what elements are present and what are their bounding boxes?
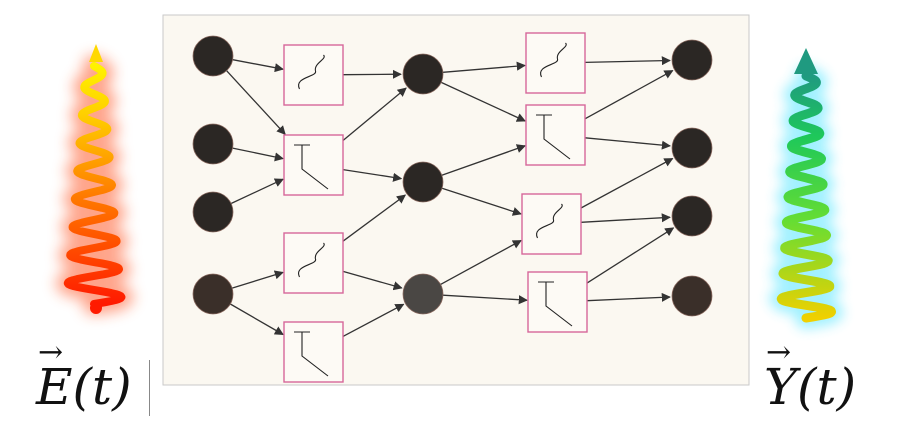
edge-n0-a2 [226, 70, 286, 135]
edge-h1-b2 [441, 144, 526, 176]
network-nodes [192, 35, 713, 317]
activation-box-sigmoid [521, 193, 582, 255]
sigmoid-curve-icon [298, 242, 325, 278]
edge-b3-o2 [580, 213, 671, 223]
edge-h0-b1 [442, 61, 526, 73]
edge-n3-a4 [229, 303, 284, 336]
output-wave-arrowhead [794, 48, 818, 74]
input-wave-arrowhead [89, 44, 103, 62]
edge-n2-a2 [230, 178, 284, 205]
output-symbol: Y [764, 338, 797, 412]
edge-b4-o3 [586, 292, 671, 302]
sigmoid-curve-icon [540, 42, 567, 78]
activation-box-sigmoid [283, 232, 344, 294]
output-node [671, 275, 713, 317]
relu-curve-icon [294, 331, 329, 377]
edge-n0-a1 [232, 59, 284, 73]
edge-a3-h2 [342, 270, 403, 291]
input-node [192, 123, 234, 165]
sigmoid-curve-icon [536, 203, 563, 239]
input-symbol: E [36, 338, 73, 412]
output-wave-icon [767, 48, 845, 329]
relu-curve-icon [294, 144, 329, 190]
edge-b2-o1 [584, 137, 672, 150]
sigmoid-curve-icon [298, 54, 325, 90]
edge-h0-b2 [440, 81, 526, 122]
network-edges [226, 56, 675, 337]
relu-curve-icon [538, 281, 573, 327]
edge-b4-o2 [586, 227, 675, 284]
input-node [192, 35, 234, 77]
edge-b1-o0 [584, 56, 671, 66]
network-panel [162, 14, 750, 386]
hidden-node [402, 273, 444, 315]
edge-a1-h0 [342, 69, 402, 79]
activation-boxes [283, 32, 588, 383]
edge-n1-a2 [232, 147, 284, 162]
output-node [671, 39, 713, 81]
edge-a2-h1 [342, 168, 403, 182]
hidden-node [402, 53, 444, 95]
input-arg: (t) [72, 358, 132, 416]
hidden-node [402, 161, 444, 203]
activation-box-sigmoid [283, 44, 344, 106]
activation-box-sigmoid [525, 32, 586, 94]
edge-a4-h2 [342, 303, 405, 337]
output-arg: (t) [797, 358, 857, 416]
edge-b2-o0 [584, 70, 674, 120]
activation-box-relu [525, 104, 586, 166]
edge-b3-o1 [580, 157, 674, 209]
relu-curve-icon [536, 114, 571, 160]
edge-h1-b3 [441, 187, 522, 216]
activation-box-relu [527, 271, 588, 333]
input-wave-origin-dot [90, 302, 102, 314]
edge-h2-b3 [440, 239, 522, 285]
output-signal-label: Y(t) [764, 338, 856, 412]
input-node [192, 191, 234, 233]
output-node [671, 127, 713, 169]
activation-box-relu [283, 321, 344, 383]
output-node [671, 195, 713, 237]
label-separator [149, 360, 150, 416]
input-node [192, 273, 234, 315]
edge-n3-a3 [231, 270, 284, 289]
edge-a3-h1 [342, 194, 407, 242]
input-field-label: E(t) [36, 338, 132, 412]
activation-box-relu [283, 134, 344, 196]
edge-a2-h0 [342, 87, 407, 142]
edge-h2-b4 [442, 294, 528, 305]
input-wave-icon [54, 44, 135, 315]
